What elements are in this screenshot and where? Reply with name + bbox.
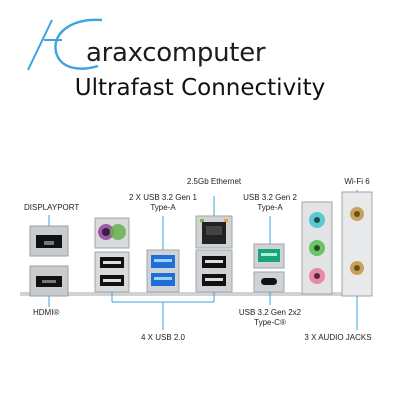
usb-gen1-ports [146,249,180,293]
wifi-antenna-connectors [341,191,373,297]
label-wifi: Wi-Fi 6 [344,177,370,186]
hdmi-port [29,265,69,297]
label-hdmi: HDMI® [33,308,60,317]
label-ethernet: 2.5Gb Ethernet [186,177,242,186]
label-audio: 3 X AUDIO JACKS [304,333,372,342]
usb20-ports-left [94,251,130,293]
usb-typec-port [253,271,285,293]
audio-jacks [301,201,333,295]
label-usb-gen2: USB 3.2 Gen 2 Type-A [243,193,297,212]
label-usb20: 4 X USB 2.0 [140,333,186,342]
callout-lines [48,190,358,330]
usb20-ports-right [195,249,233,293]
displayport-port [29,225,69,257]
usb-gen2-port [253,243,285,269]
page-heading: Ultrafast Connectivity [74,75,326,101]
brand-name: araxcomputer [86,38,266,68]
label-displayport: DISPLAYPORT [24,203,80,212]
ethernet-port [195,215,233,249]
ps2-port [94,217,130,249]
label-usb-gen2x2: USB 3.2 Gen 2x2 Type-C® [238,308,302,327]
label-usb-gen1: 2 X USB 3.2 Gen 1 Type-A [128,193,198,212]
